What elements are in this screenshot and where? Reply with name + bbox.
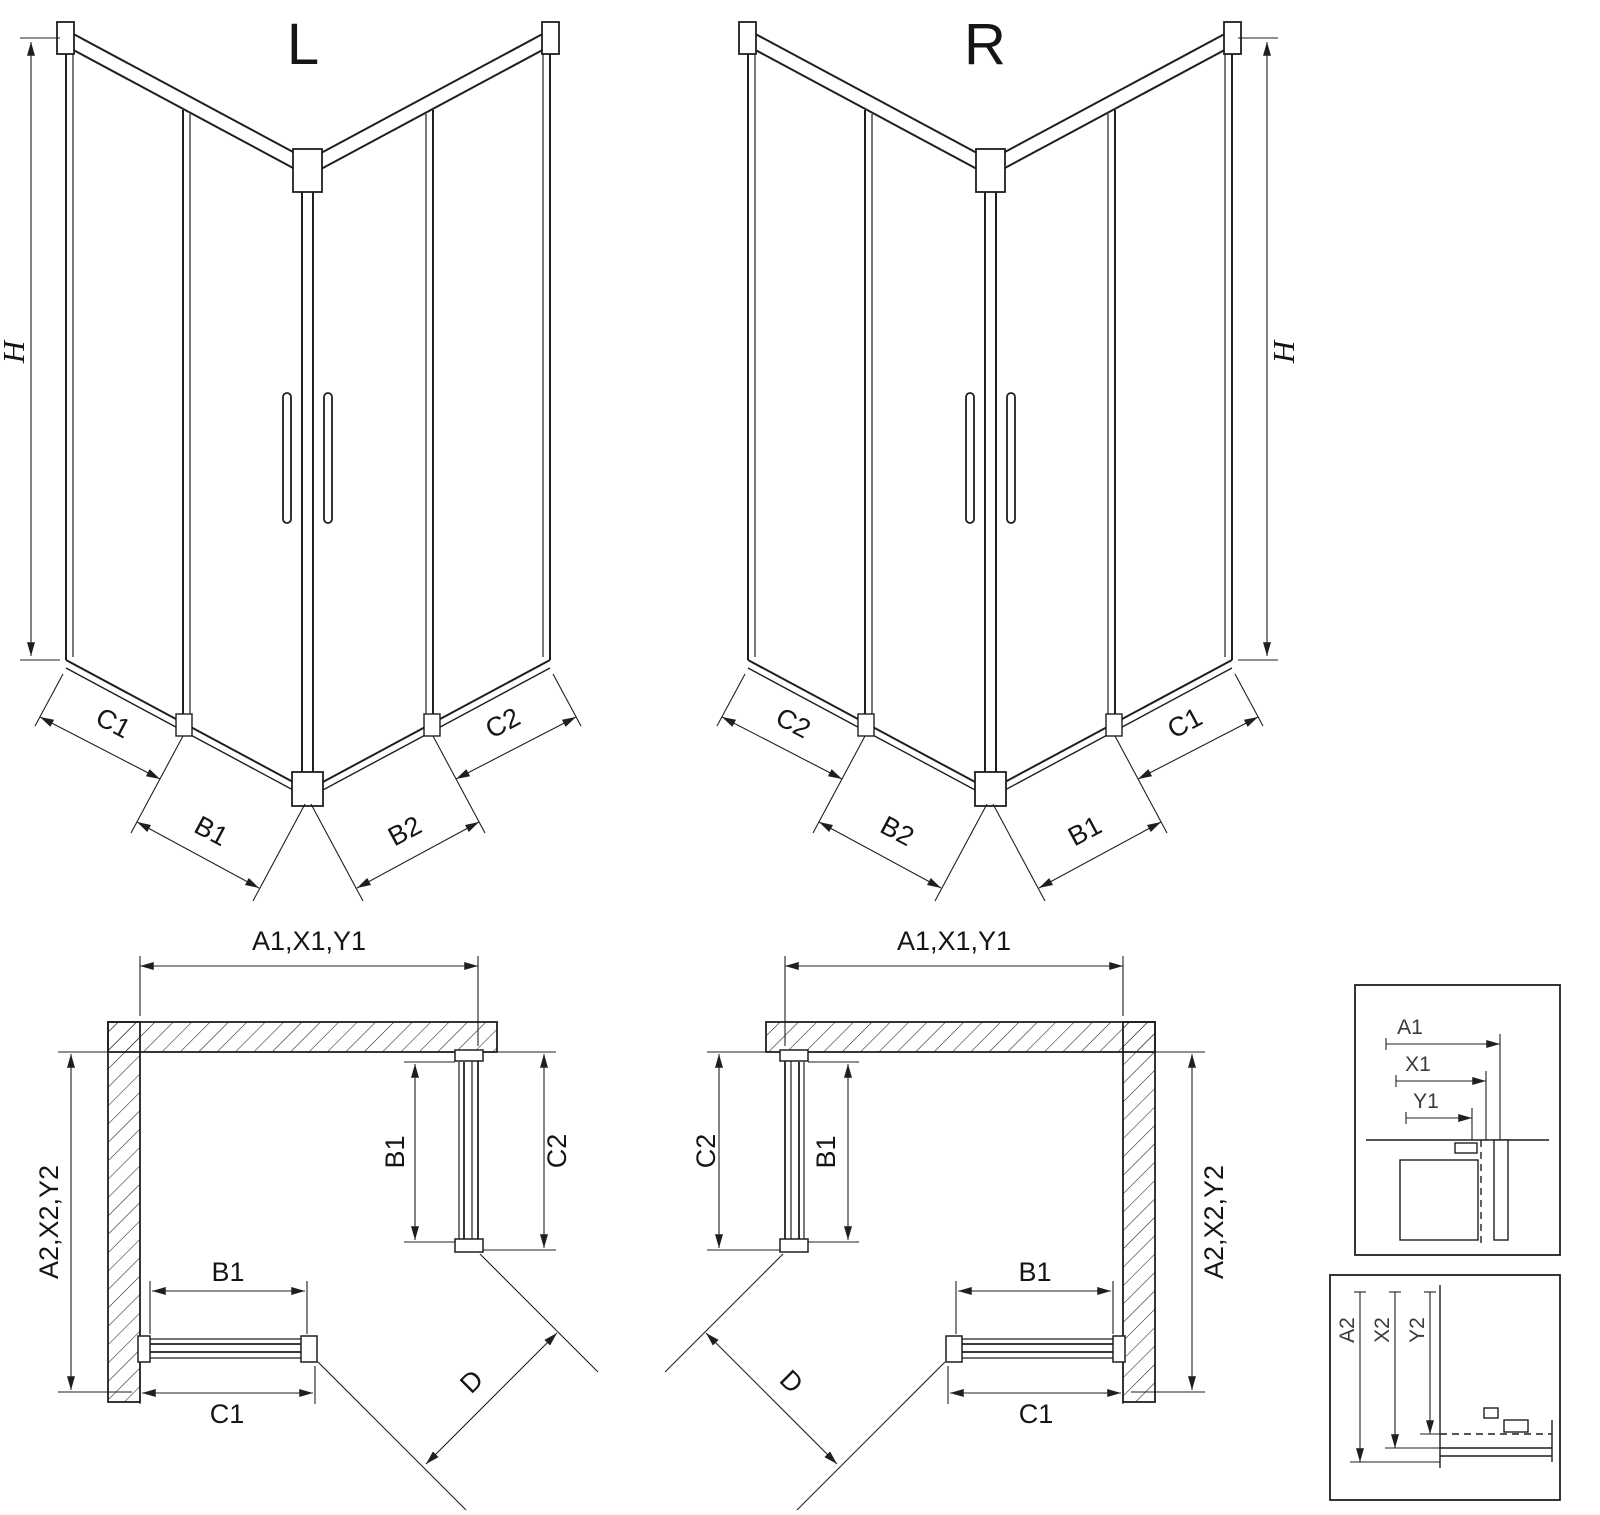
plan-left-depth-label: A2,X2,Y2 <box>34 1165 64 1279</box>
detail-top-dim-lines <box>1385 1034 1501 1140</box>
side-door-top-bracket <box>454 1049 484 1062</box>
plan-left-wall-top <box>107 1021 498 1053</box>
iso-right-label-c2: C2 <box>771 702 816 745</box>
top-rail-left-inner <box>65 45 309 177</box>
detail-top-profile <box>1366 1139 1549 1248</box>
plan-left-door-side-label: B1 <box>380 1135 410 1168</box>
plan-right-door-bottom-label: B1 <box>1018 1257 1051 1287</box>
divider-foot-right <box>423 713 441 737</box>
detail-bottom-profile <box>1439 1285 1553 1468</box>
divider-foot-left <box>175 713 193 737</box>
iso-left-label-c1: C1 <box>91 702 136 745</box>
iso-right-label-b2: B2 <box>876 810 919 852</box>
plan-left-bottom-panel-label: C1 <box>210 1399 245 1429</box>
plan-right-door-panels <box>779 1049 1126 1363</box>
iso-left-title: L <box>287 12 319 77</box>
iso-right-label-b1: B1 <box>1063 810 1106 852</box>
iso-enclosure-frame-right <box>738 21 1242 807</box>
detail-top-label-y1: Y1 <box>1413 1090 1439 1113</box>
top-rail-left <box>65 29 309 161</box>
top-rail-right-inner <box>307 45 551 177</box>
bottom-door-end-bracket <box>300 1335 318 1363</box>
iso-right-title: R <box>964 12 1006 77</box>
detail-top-border <box>1354 984 1561 1256</box>
plan-right-bottom-panel-label: C1 <box>1019 1399 1054 1429</box>
door-handle-left <box>282 392 292 524</box>
plan-left-door-bottom-label: B1 <box>211 1257 244 1287</box>
corner-foot <box>291 771 324 807</box>
detail-top-label-a1: A1 <box>1397 1016 1423 1039</box>
detail-top-label-x1: X1 <box>1405 1053 1431 1076</box>
iso-right-height-label: H <box>1266 339 1301 364</box>
corner-cap-top <box>292 148 323 193</box>
iso-left-label-b1: B1 <box>190 810 233 852</box>
plan-right-width-label: A1,X1,Y1 <box>897 926 1011 956</box>
plan-left-side-panel-label: C2 <box>542 1134 572 1169</box>
detail-bottom-label-y2: Y2 <box>1406 1317 1429 1343</box>
dim-line-outer-right <box>455 716 577 780</box>
side-door-bottom-bracket <box>454 1238 484 1253</box>
iso-left-label-c2: C2 <box>480 702 525 745</box>
dim-line-diagonal <box>425 1332 558 1465</box>
plan-left-dimension-lines <box>58 956 599 1511</box>
plan-right-door-side-label: B1 <box>811 1135 841 1168</box>
detail-box-top <box>1354 984 1561 1256</box>
dim-line-outer-left <box>39 716 161 780</box>
plan-right-diagonal-label: D <box>774 1364 809 1399</box>
plan-left-diagonal-label: D <box>454 1364 489 1399</box>
plan-right-side-panel-label: C2 <box>691 1134 721 1169</box>
dim-line-door-left <box>136 821 260 889</box>
detail-bottom-label-x2: X2 <box>1371 1317 1394 1343</box>
detail-bottom-label-a2: A2 <box>1336 1317 1359 1343</box>
door-handle-right <box>323 392 333 524</box>
plan-right-wall-side <box>1122 1021 1156 1403</box>
detail-bottom-border <box>1329 1274 1561 1501</box>
iso-left-dimension-lines <box>20 37 582 902</box>
iso-left-label-b2: B2 <box>383 810 426 852</box>
plan-left-door-panels <box>137 1049 484 1363</box>
detail-box-bottom <box>1329 1274 1561 1501</box>
plan-right-depth-label: A2,X2,Y2 <box>1199 1165 1229 1279</box>
bottom-door-wall-bracket <box>137 1335 151 1363</box>
plan-right-wall-top <box>765 1021 1156 1053</box>
dim-line-door-right <box>356 821 480 889</box>
top-cap-right <box>541 21 560 55</box>
iso-right-label-c1: C1 <box>1162 702 1207 745</box>
plan-left-width-label: A1,X1,Y1 <box>252 926 366 956</box>
plan-left-wall-side <box>107 1021 141 1403</box>
detail-bottom-dim-lines <box>1350 1291 1440 1463</box>
iso-left-height-label: H <box>0 339 31 364</box>
top-rail-right <box>307 29 551 161</box>
iso-enclosure-frame-left <box>56 21 560 807</box>
